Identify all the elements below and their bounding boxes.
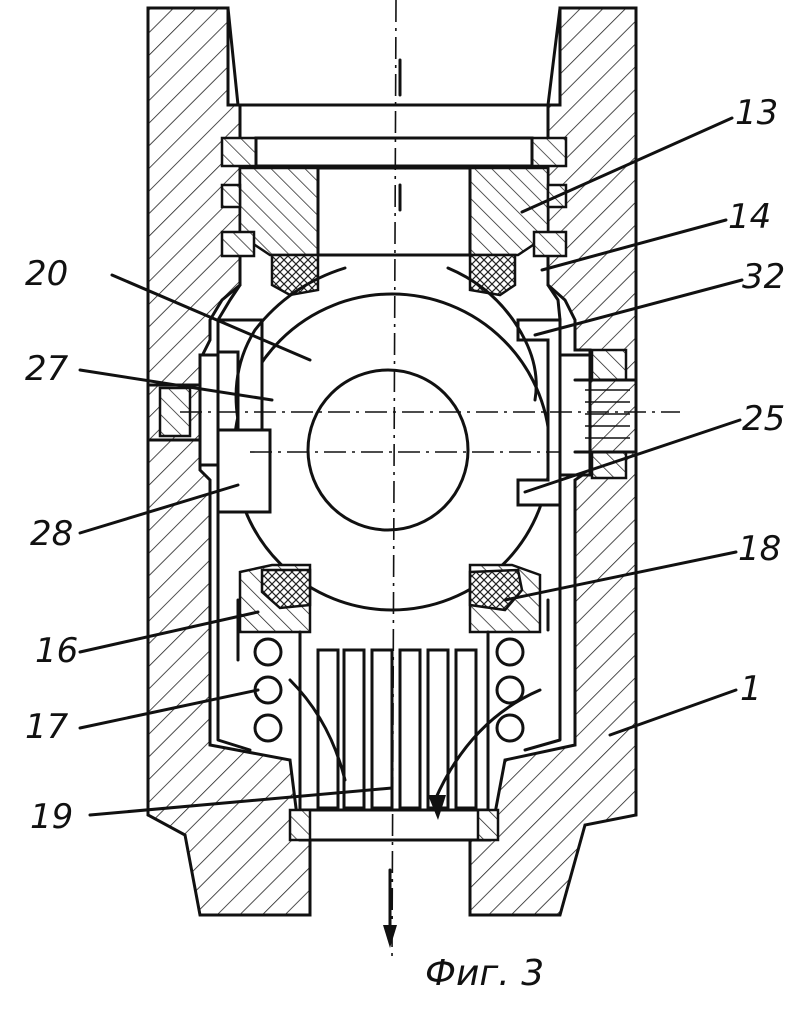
label-32: 32: [742, 257, 785, 297]
label-20: 20: [25, 254, 68, 294]
label-19: 19: [30, 797, 73, 837]
label-13: 13: [735, 93, 778, 133]
label-28: 28: [30, 514, 73, 554]
label-1: 1: [740, 669, 762, 709]
upper-seat: [222, 138, 566, 256]
figure-caption: Фиг. 3: [425, 953, 544, 994]
ball-bore: [308, 370, 468, 530]
label-17: 17: [25, 707, 69, 747]
upper-seal-ring: [272, 255, 515, 295]
label-14: 14: [728, 197, 771, 237]
slotted-sleeve: [290, 632, 498, 840]
label-18: 18: [738, 529, 781, 569]
upper-bore: [228, 8, 560, 105]
label-16: 16: [35, 631, 78, 671]
label-27: 27: [25, 349, 69, 389]
label-25: 25: [742, 399, 785, 439]
